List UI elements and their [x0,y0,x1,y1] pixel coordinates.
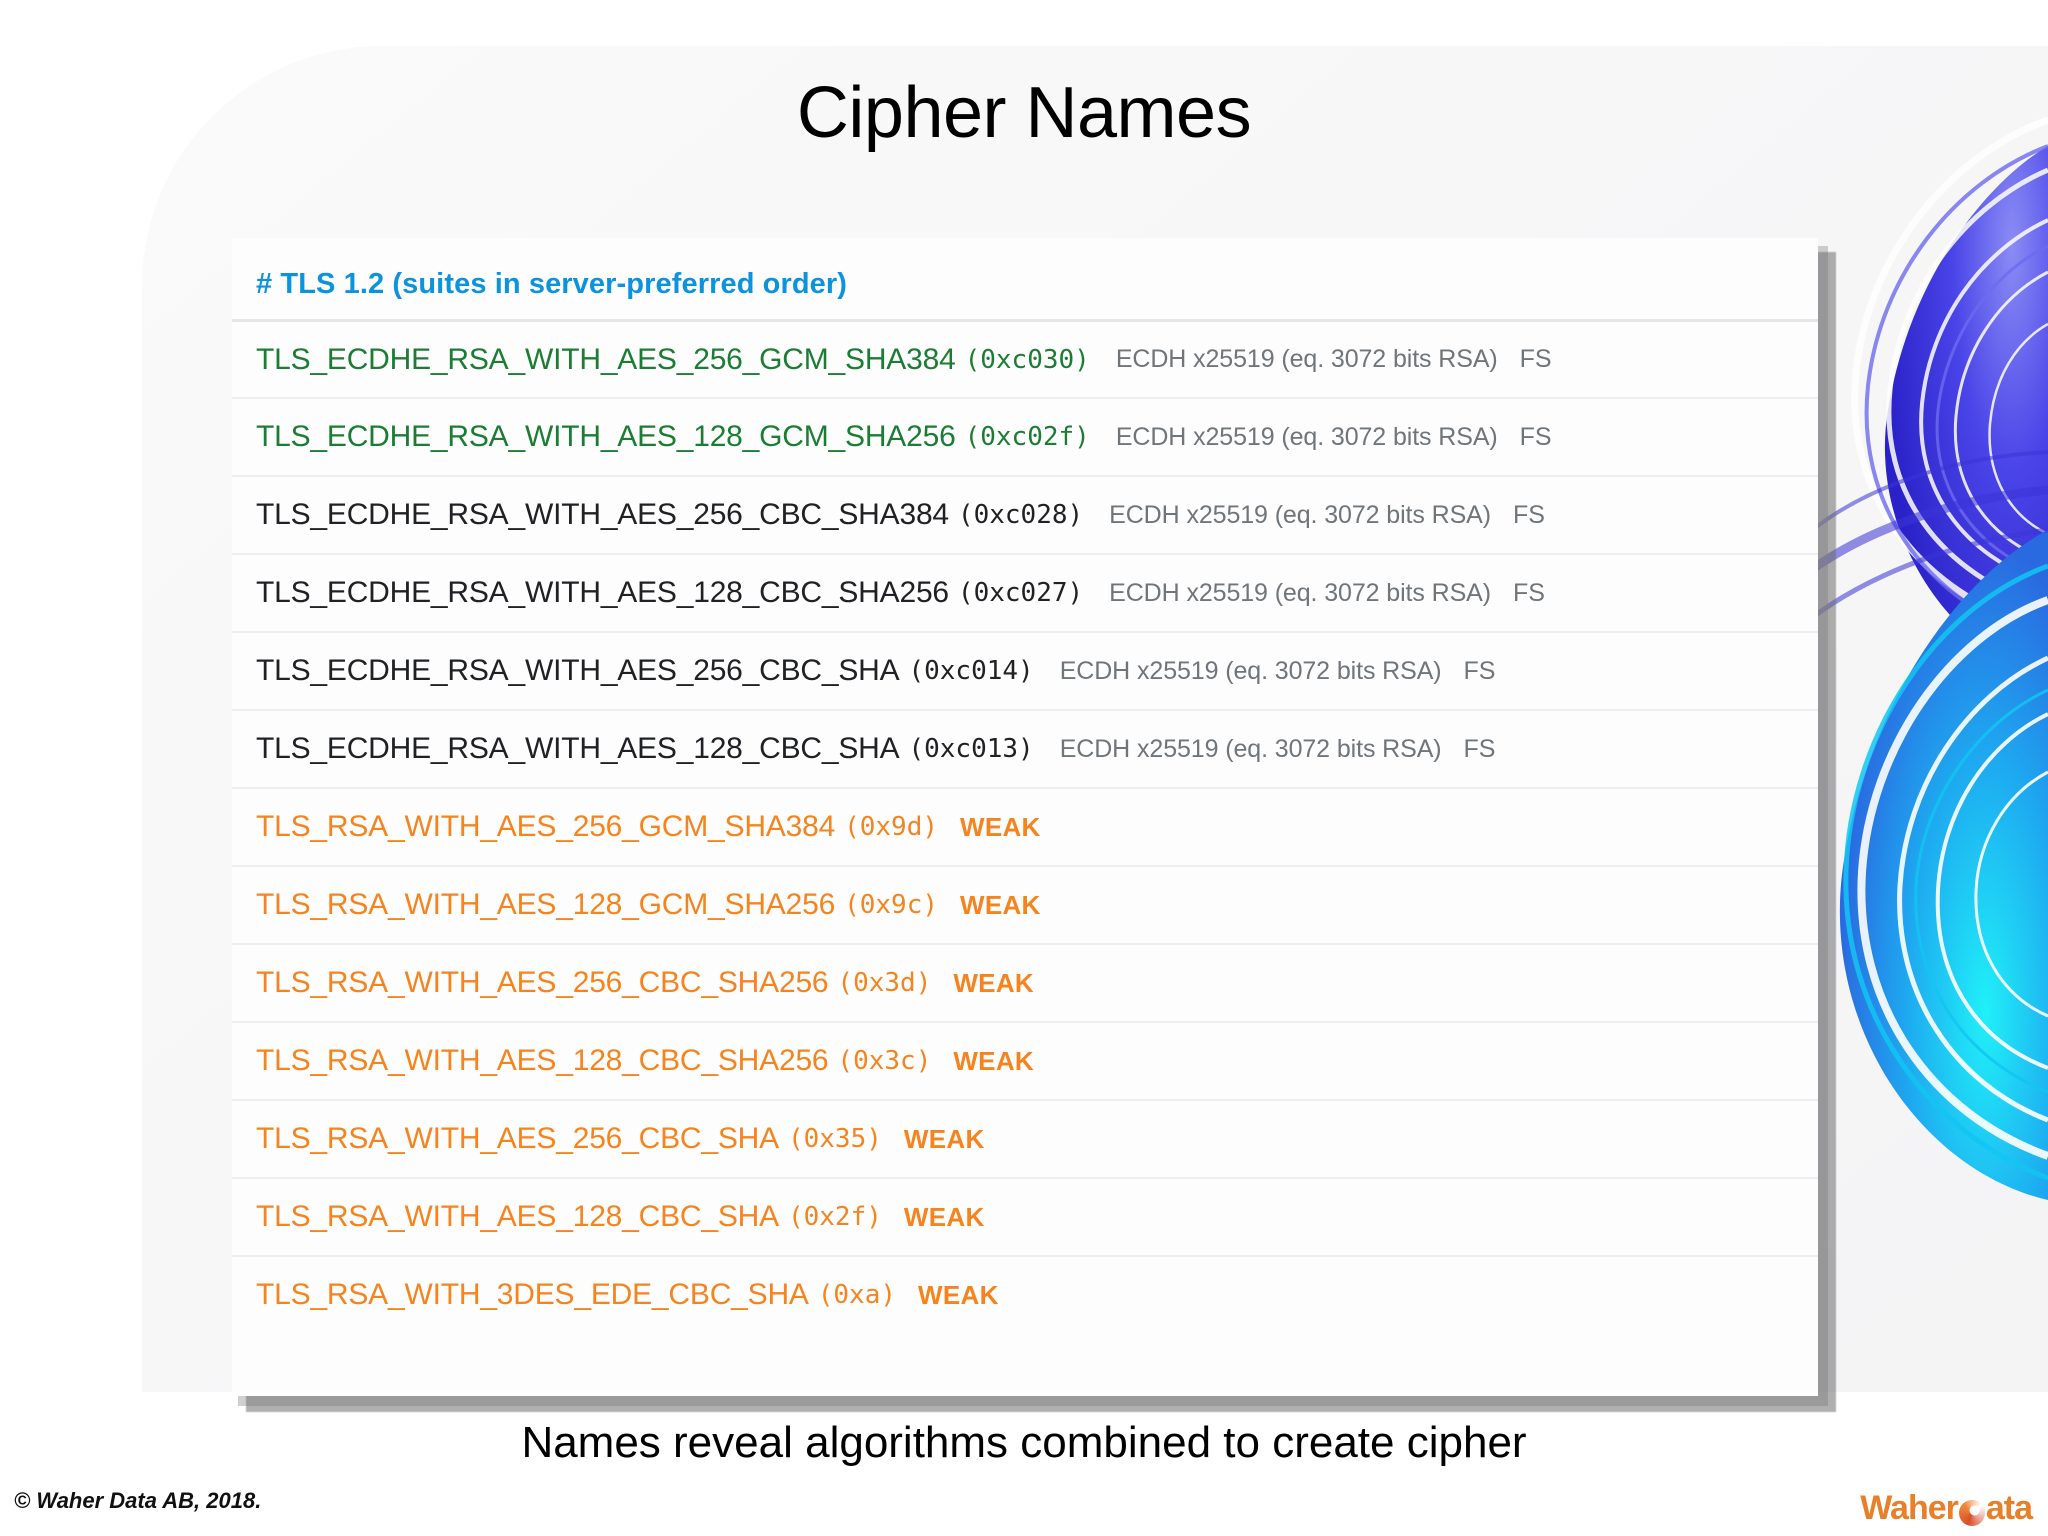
key-exchange-info: ECDH x25519 (eq. 3072 bits RSA) [1059,734,1442,763]
weak-badge: WEAK [953,967,1034,998]
cipher-suite-name: TLS_RSA_WITH_AES_256_CBC_SHA [256,1122,779,1155]
cipher-suite-screenshot: # TLS 1.2 (suites in server-preferred or… [232,238,1818,1396]
waher-data-logo: Waher ata [1860,1489,2033,1528]
cipher-suite-row: TLS_ECDHE_RSA_WITH_AES_256_GCM_SHA384 (0x… [232,319,1818,397]
weak-badge: WEAK [960,811,1041,842]
cipher-suite-row: TLS_ECDHE_RSA_WITH_AES_256_CBC_SHA (0xc01… [232,631,1818,709]
cipher-suite-name: TLS_RSA_WITH_AES_256_CBC_SHA256 [256,966,829,999]
weak-badge: WEAK [903,1201,985,1232]
cipher-suite-name: TLS_RSA_WITH_AES_256_GCM_SHA384 [256,810,836,843]
key-exchange-info: ECDH x25519 (eq. 3072 bits RSA) [1109,500,1491,529]
cipher-suite-hex-code: (0xc02f) [964,422,1090,452]
cipher-suite-name: TLS_RSA_WITH_AES_128_CBC_SHA256 [256,1044,829,1077]
forward-secrecy-badge: FS [1512,500,1545,529]
cipher-suite-hex-code: (0xc030) [964,344,1090,375]
weak-badge: WEAK [903,1123,985,1154]
brand-name-left: Waher [1860,1489,1959,1527]
cipher-suite-name: TLS_ECDHE_RSA_WITH_AES_128_GCM_SHA256 [256,420,956,453]
cipher-suite-row: TLS_RSA_WITH_AES_256_GCM_SHA384 (0x9d) WEA… [232,787,1818,865]
key-exchange-info: ECDH x25519 (eq. 3072 bits RSA) [1109,578,1491,607]
decorative-swirl-artwork [1618,60,2048,1200]
key-exchange-info: ECDH x25519 (eq. 3072 bits RSA) [1115,422,1498,451]
weak-badge: WEAK [953,1045,1034,1076]
forward-secrecy-badge: FS [1512,578,1545,607]
cipher-suite-row: TLS_RSA_WITH_AES_128_CBC_SHA256 (0x3c) WEA… [232,1021,1818,1099]
cipher-suite-hex-code: (0xc014) [908,656,1034,686]
cipher-suite-hex-code: (0x9d) [844,812,938,842]
cipher-suite-name: TLS_RSA_WITH_AES_128_GCM_SHA256 [256,888,836,921]
cipher-suite-row: TLS_RSA_WITH_AES_128_CBC_SHA (0x2f) WEAK [232,1177,1818,1255]
cipher-suite-hex-code: (0x3d) [837,968,932,998]
cipher-suite-row: TLS_ECDHE_RSA_WITH_AES_128_CBC_SHA (0xc01… [232,709,1818,787]
cipher-suite-name: TLS_ECDHE_RSA_WITH_AES_128_CBC_SHA [256,732,900,765]
cipher-suite-name: TLS_RSA_WITH_3DES_EDE_CBC_SHA [256,1278,809,1311]
cipher-suite-name: TLS_ECDHE_RSA_WITH_AES_256_CBC_SHA384 [256,498,949,531]
key-exchange-info: ECDH x25519 (eq. 3072 bits RSA) [1115,345,1498,373]
weak-badge: WEAK [918,1279,999,1310]
cipher-suite-name: TLS_RSA_WITH_AES_128_CBC_SHA [256,1200,779,1233]
cipher-suite-hex-code: (0xc013) [908,734,1034,764]
cipher-suite-row: TLS_RSA_WITH_3DES_EDE_CBC_SHA (0xa) WEAK [232,1255,1818,1333]
slide-caption: Names reveal algorithms combined to crea… [521,1418,1527,1467]
cipher-suite-row: TLS_ECDHE_RSA_WITH_AES_128_CBC_SHA256 (0x… [232,553,1818,631]
cipher-suite-row: TLS_ECDHE_RSA_WITH_AES_256_CBC_SHA384 (0x… [232,475,1818,553]
forward-secrecy-badge: FS [1463,656,1496,685]
tls-version-header: # TLS 1.2 (suites in server-preferred or… [256,268,848,300]
cipher-suite-name: TLS_ECDHE_RSA_WITH_AES_256_CBC_SHA [256,654,900,687]
swoosh-icon [1958,1500,1985,1526]
cipher-suite-hex-code: (0xc027) [957,578,1084,608]
page-title: Cipher Names [796,73,1252,153]
forward-secrecy-badge: FS [1519,422,1552,451]
cipher-suite-row: TLS_RSA_WITH_AES_256_CBC_SHA256 (0x3d) WEA… [232,943,1818,1021]
copyright-notice: © Waher Data AB, 2018. [14,1488,262,1513]
brand-name-right: ata [1985,1489,2033,1527]
forward-secrecy-badge: FS [1519,345,1552,373]
cipher-suite-row: TLS_RSA_WITH_AES_128_GCM_SHA256 (0x9c) WEA… [232,865,1818,943]
cipher-suite-list: TLS_ECDHE_RSA_WITH_AES_256_GCM_SHA384 (0x… [232,319,1818,1333]
cipher-suite-hex-code: (0x35) [787,1124,882,1154]
cipher-suite-name: TLS_ECDHE_RSA_WITH_AES_256_GCM_SHA384 [256,342,956,376]
cipher-suite-row: TLS_RSA_WITH_AES_256_CBC_SHA (0x35) WEAK [232,1099,1818,1177]
cipher-suite-hex-code: (0x3c) [837,1046,932,1076]
cipher-suite-hex-code: (0xc028) [957,500,1084,530]
weak-badge: WEAK [960,889,1041,920]
cipher-suite-name: TLS_ECDHE_RSA_WITH_AES_128_CBC_SHA256 [256,576,949,609]
cipher-suite-hex-code: (0x9c) [844,890,938,920]
forward-secrecy-badge: FS [1463,734,1496,763]
cipher-suite-hex-code: (0x2f) [787,1202,882,1232]
cipher-suite-hex-code: (0xa) [817,1280,897,1310]
cipher-suite-row: TLS_ECDHE_RSA_WITH_AES_128_GCM_SHA256 (0x… [232,397,1818,475]
key-exchange-info: ECDH x25519 (eq. 3072 bits RSA) [1059,656,1442,685]
